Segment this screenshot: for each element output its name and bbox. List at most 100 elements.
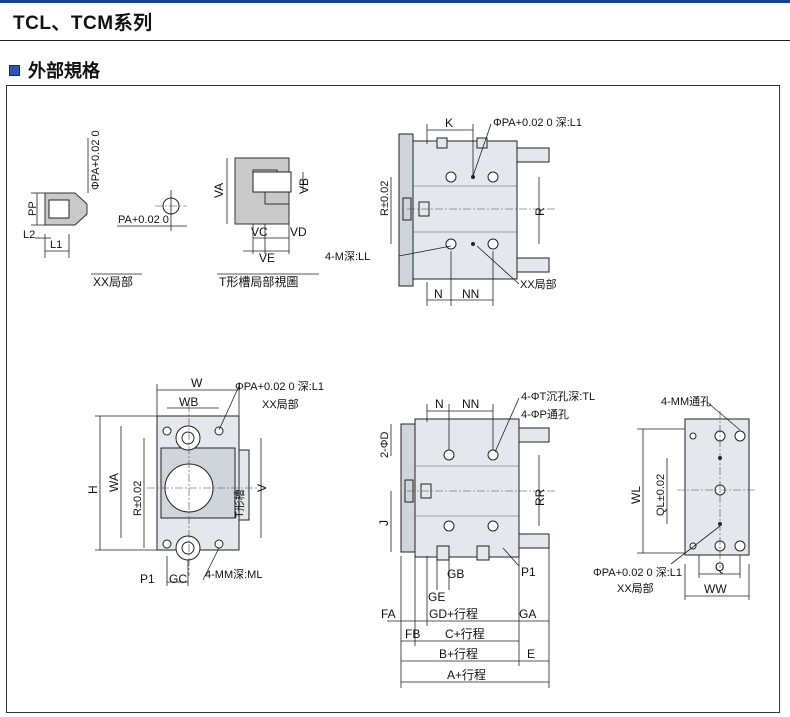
top-n-label: N xyxy=(434,287,443,301)
front-tslot-label: T形槽 xyxy=(233,489,246,518)
title-divider xyxy=(0,40,790,41)
side-rod-lower xyxy=(518,533,550,549)
technical-drawing: ΦPA+0.02 0 PP L2 L1 PA+0.02 0 XX局部 VA VB… xyxy=(23,116,757,688)
top-hole xyxy=(445,171,457,183)
top-hole xyxy=(487,238,499,250)
top-r-tol-label: R±0.02 xyxy=(379,181,391,216)
t-slot-cavity xyxy=(252,171,292,193)
front-small-hole xyxy=(214,426,224,436)
side-c-label: C+行程 xyxy=(445,626,485,641)
xx-bore xyxy=(48,199,70,219)
side-nn-label: NN xyxy=(462,397,479,411)
side-t-label: 4-ΦT沉孔深:TL xyxy=(521,390,595,403)
t-slot-caption: T形槽局部視圖 xyxy=(219,274,298,289)
side-port xyxy=(436,545,450,561)
section-label: 外部規格 xyxy=(28,61,100,81)
front-view: W WB ΦPA+0.02 0 深:L1 XX局部 H WA R±0.02 T形… xyxy=(86,376,324,586)
end-view: 4-MM通孔 WL QL±0.02 ΦPA+0.02 0 深:L1 XX局部 Q… xyxy=(593,395,757,600)
end-hole xyxy=(734,430,746,442)
top-nn-label: NN xyxy=(462,287,479,301)
end-q-label: Q xyxy=(715,560,724,574)
front-gc-label: GC xyxy=(169,572,187,586)
top-body xyxy=(412,140,518,280)
front-side-slot xyxy=(238,449,250,521)
side-e-label: E xyxy=(527,647,535,661)
side-ge-label: GE xyxy=(428,590,445,604)
side-gd-label: GD+行程 xyxy=(429,606,478,621)
drawing-frame: ΦPA+0.02 0 PP L2 L1 PA+0.02 0 XX局部 VA VB… xyxy=(6,85,780,713)
t-slot-detail: VA VB VC VD VE T形槽局部視圖 xyxy=(212,157,319,289)
side-rod-upper xyxy=(518,427,550,443)
side-j-label: J xyxy=(377,520,391,526)
section-heading: 外部規格 xyxy=(9,57,100,83)
leader-line xyxy=(472,123,492,177)
xx-l1-label: L1 xyxy=(50,239,62,251)
front-v-label: V xyxy=(255,484,269,492)
top-pa-label: ΦPA+0.02 0 深:L1 xyxy=(493,116,582,129)
front-r-tol-label: R±0.02 xyxy=(132,481,144,516)
top-xx-label: XX局部 xyxy=(520,277,557,291)
front-small-hole xyxy=(162,539,172,549)
front-xx-label: XX局部 xyxy=(262,397,299,411)
side-p1-label: P1 xyxy=(521,565,536,579)
front-h-label: H xyxy=(86,485,100,494)
xx-detail: ΦPA+0.02 0 PP L2 L1 PA+0.02 0 XX局部 xyxy=(23,130,187,289)
side-hole xyxy=(487,520,499,532)
top-hole xyxy=(487,171,499,183)
front-small-hole xyxy=(162,426,172,436)
top-r-label: R xyxy=(533,207,547,216)
square-bullet-icon xyxy=(9,64,20,76)
side-fa-label: FA xyxy=(381,607,396,621)
side-hole xyxy=(443,449,455,461)
end-hole xyxy=(734,540,746,552)
leader-line xyxy=(706,401,741,431)
bore-inner xyxy=(181,431,195,445)
top-view: K ΦPA+0.02 0 深:L1 R±0.02 R 4-M深:LL N NN … xyxy=(325,116,582,306)
pin-mark xyxy=(471,242,475,246)
leader-line xyxy=(398,245,452,257)
top-port xyxy=(436,137,448,149)
side-a-label: A+行程 xyxy=(447,667,486,682)
front-wb-label: WB xyxy=(179,395,198,409)
side-p-label: 4-ΦP通孔 xyxy=(521,408,569,421)
side-fb-label: FB xyxy=(405,627,420,641)
top-rod-lower xyxy=(516,257,550,273)
leader-line xyxy=(476,245,520,285)
leader-line xyxy=(494,397,520,453)
vb-label: VB xyxy=(297,178,311,194)
xx-caption: XX局部 xyxy=(93,274,133,289)
end-small-hole xyxy=(689,542,697,550)
side-hole xyxy=(443,520,455,532)
end-ql-label: QL±0.02 xyxy=(655,474,667,516)
leader-line xyxy=(502,547,520,567)
top-rod-upper xyxy=(516,147,550,163)
end-4mm-label: 4-MM通孔 xyxy=(661,395,711,408)
ve-label: VE xyxy=(259,251,275,265)
side-body xyxy=(414,418,520,558)
front-wa-label: WA xyxy=(107,473,121,492)
front-w-label: W xyxy=(191,376,203,390)
side-gb-label: GB xyxy=(447,567,464,581)
top-hole xyxy=(445,238,457,250)
end-ww-label: WW xyxy=(704,582,727,596)
vd-label: VD xyxy=(290,225,307,239)
side-port xyxy=(476,545,490,561)
end-wl-label: WL xyxy=(629,486,643,504)
front-small-hole xyxy=(214,539,224,549)
top-port xyxy=(476,137,488,149)
xx-pa-hole-label: PA+0.02 0 xyxy=(118,214,169,226)
front-p1-label: P1 xyxy=(140,572,155,586)
end-xx-label: XX局部 xyxy=(617,581,654,595)
top-k-label: K xyxy=(445,116,453,130)
side-view: N NN 4-ΦT沉孔深:TL 4-ΦP通孔 2-ΦD RR J GE GB P… xyxy=(377,390,595,688)
side-2d-label: 2-ΦD xyxy=(379,431,391,458)
side-n-label: N xyxy=(435,397,444,411)
xx-pp-label: PP xyxy=(27,201,39,216)
end-pa-label: ΦPA+0.02 0 深:L1 xyxy=(593,566,682,579)
page-title: TCL、TCM系列 xyxy=(13,13,153,34)
xx-l2-label: L2 xyxy=(23,229,35,241)
vc-label: VC xyxy=(251,225,268,239)
xx-pa-label: ΦPA+0.02 0 xyxy=(90,130,102,190)
front-pa-label: ΦPA+0.02 0 深:L1 xyxy=(235,380,324,393)
end-small-hole xyxy=(689,432,697,440)
